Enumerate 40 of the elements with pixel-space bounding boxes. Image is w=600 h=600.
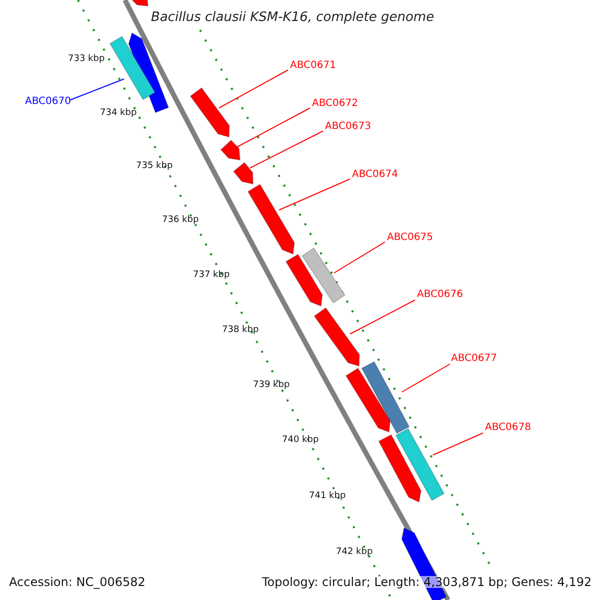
gene-label: ABC0675 bbox=[387, 232, 433, 244]
tick-label: 734 kbp bbox=[100, 107, 137, 119]
tick-label: 742 kbp bbox=[336, 546, 373, 558]
tick-label: 740 kbp bbox=[282, 434, 319, 446]
gene-label: ABC0672 bbox=[312, 98, 358, 110]
gene-label: ABC0674 bbox=[352, 169, 398, 181]
gene-feature bbox=[361, 361, 410, 434]
tick-label: 738 kbp bbox=[222, 324, 259, 336]
tick-label: 739 kbp bbox=[253, 379, 290, 391]
footer-text: Accession: NC_006582 bbox=[9, 576, 146, 588]
tick-label: 735 kbp bbox=[136, 160, 173, 172]
gene-label: ABC0678 bbox=[485, 422, 531, 434]
gene-label: ABC0671 bbox=[290, 60, 336, 72]
leader-line bbox=[70, 78, 124, 100]
leader-line bbox=[236, 108, 310, 148]
gene-feature bbox=[302, 247, 346, 304]
tick-label: 737 kbp bbox=[193, 269, 230, 281]
tick-label: 736 kbp bbox=[162, 214, 199, 226]
footer-text: Topology: circular; Length: 4,303,871 bp; Genes: 4,192 bbox=[262, 576, 592, 588]
gene-feature bbox=[190, 87, 230, 138]
leader-line bbox=[350, 300, 416, 334]
leader-line bbox=[278, 178, 350, 210]
leader-line bbox=[250, 130, 324, 168]
gene-feature bbox=[109, 36, 156, 100]
gene-feature bbox=[247, 184, 295, 255]
title: Bacillus clausii KSM-K16, complete genome bbox=[151, 10, 434, 26]
leader-line bbox=[402, 364, 450, 392]
gene-label: ABC0670 bbox=[25, 96, 71, 108]
gene-label: ABC0673 bbox=[325, 121, 371, 133]
gene-feature bbox=[395, 428, 445, 502]
tick-label: 741 kbp bbox=[309, 490, 346, 502]
gene-feature bbox=[220, 140, 241, 161]
leader-line bbox=[432, 432, 484, 456]
tick-label: 733 kbp bbox=[68, 53, 105, 65]
gene-feature bbox=[314, 307, 360, 367]
gene-label: ABC0677 bbox=[451, 353, 497, 365]
gene-feature bbox=[232, 162, 254, 185]
leader-line bbox=[334, 242, 386, 274]
leader-line bbox=[218, 70, 288, 108]
gene-label: ABC0676 bbox=[417, 289, 463, 301]
